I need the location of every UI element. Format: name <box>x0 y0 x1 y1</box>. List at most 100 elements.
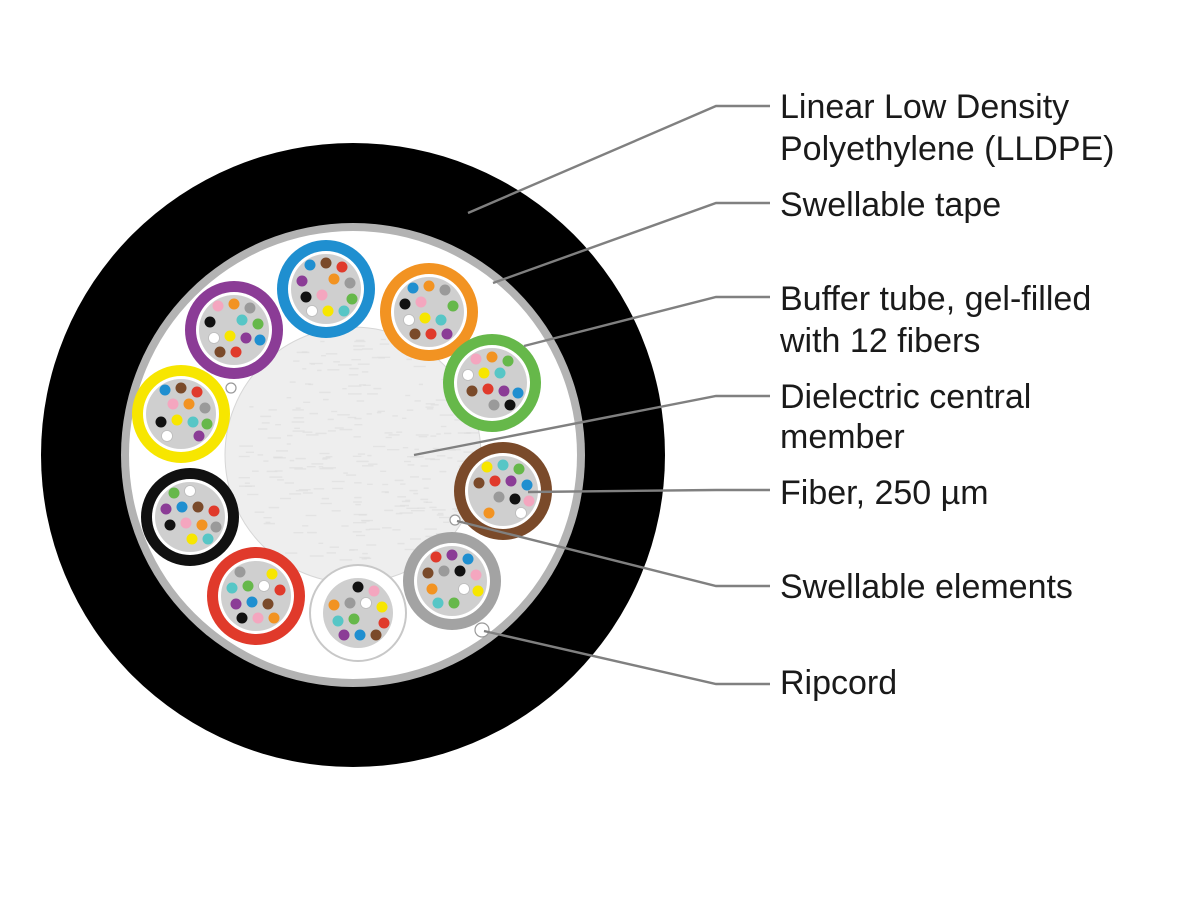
central-member-texture <box>277 479 284 481</box>
fiber <box>320 257 332 269</box>
central-member-texture <box>384 432 393 434</box>
central-member-texture <box>349 367 359 370</box>
central-member-texture <box>388 434 400 436</box>
fiber <box>515 507 527 519</box>
central-member-texture <box>387 449 400 451</box>
label-buffer-tube-line2: with 12 fibers <box>780 322 981 360</box>
fiber <box>430 551 442 563</box>
central-member-texture <box>356 534 366 537</box>
fiber <box>175 382 187 394</box>
fiber <box>338 629 350 641</box>
fiber <box>316 289 328 301</box>
central-member-texture <box>397 542 405 545</box>
buffer-tube-white <box>309 564 407 662</box>
central-member-texture <box>306 466 316 468</box>
central-member-texture <box>333 361 340 363</box>
central-member-texture <box>325 353 338 355</box>
central-member-texture <box>334 427 344 429</box>
central-member-texture <box>413 492 419 495</box>
fiber <box>348 613 360 625</box>
central-member-texture <box>368 463 378 465</box>
central-member-texture <box>409 489 418 492</box>
buffer-tube-slate <box>403 532 501 630</box>
fiber <box>201 418 213 430</box>
central-member-texture <box>404 548 415 551</box>
fiber <box>462 553 474 565</box>
central-member-texture <box>285 552 298 554</box>
central-member-texture <box>315 432 327 435</box>
central-member-texture <box>405 499 411 502</box>
fiber <box>419 312 431 324</box>
central-member-texture <box>423 487 429 489</box>
central-member-texture <box>313 488 325 490</box>
label-buffer-tube-line1: Buffer tube, gel-filled <box>780 280 1092 318</box>
central-member-texture <box>306 434 319 436</box>
fiber <box>482 383 494 395</box>
central-member-texture <box>319 468 334 470</box>
central-member-texture <box>289 493 302 495</box>
central-member-texture <box>307 531 317 534</box>
central-member-texture <box>439 414 454 416</box>
central-member-texture <box>354 496 362 499</box>
fiber <box>155 416 167 428</box>
fiber <box>304 259 316 271</box>
label-ripcord: Ripcord <box>780 664 898 702</box>
central-member-texture <box>466 432 479 434</box>
fiber <box>472 585 484 597</box>
fiber <box>208 505 220 517</box>
central-member-texture <box>362 465 374 467</box>
central-member-texture <box>238 455 250 458</box>
central-member-texture <box>418 383 423 386</box>
fiber <box>425 328 437 340</box>
central-member-texture <box>301 351 308 353</box>
central-member-texture <box>348 374 359 376</box>
fiber <box>512 387 524 399</box>
central-member-texture <box>382 483 389 486</box>
central-member-texture <box>364 557 372 559</box>
central-member-texture <box>322 467 336 469</box>
fiber <box>160 503 172 515</box>
fiber <box>184 485 196 497</box>
central-member-texture <box>318 542 324 544</box>
fiber <box>244 302 256 314</box>
central-member-texture <box>284 482 294 484</box>
fiber <box>470 353 482 365</box>
fiber <box>486 351 498 363</box>
central-member-texture <box>363 384 371 386</box>
fiber <box>187 416 199 428</box>
fiber <box>509 493 521 505</box>
central-member-texture <box>357 363 370 365</box>
central-member-texture <box>332 487 344 490</box>
central-member-texture <box>293 532 304 534</box>
fiber <box>483 507 495 519</box>
fiber <box>505 475 517 487</box>
label-lldpe-line2: Polyethylene (LLDPE) <box>780 130 1115 168</box>
central-member-texture <box>379 343 390 345</box>
fiber <box>448 597 460 609</box>
central-member-texture <box>362 348 373 350</box>
central-member-texture <box>435 399 449 401</box>
central-member-texture <box>331 410 338 413</box>
central-member-texture <box>356 400 365 402</box>
central-member-texture <box>257 454 264 456</box>
central-member-texture <box>302 431 313 433</box>
central-member-texture <box>366 413 372 415</box>
central-member-texture <box>347 416 357 419</box>
central-member-texture <box>463 451 475 453</box>
central-member-texture <box>239 485 252 487</box>
fiber <box>338 305 350 317</box>
central-member-texture <box>353 501 362 503</box>
central-member-texture <box>429 506 437 509</box>
central-member-texture <box>319 452 330 455</box>
fiber <box>478 367 490 379</box>
fiber <box>423 280 435 292</box>
central-member-texture <box>320 340 325 343</box>
fiber <box>439 284 451 296</box>
central-member-texture <box>353 522 367 524</box>
buffer-tube-green <box>443 334 541 432</box>
fiber <box>446 549 458 561</box>
central-member-texture <box>402 417 407 419</box>
fiber <box>336 261 348 273</box>
central-member-texture <box>302 525 309 527</box>
central-member-texture <box>276 450 288 452</box>
